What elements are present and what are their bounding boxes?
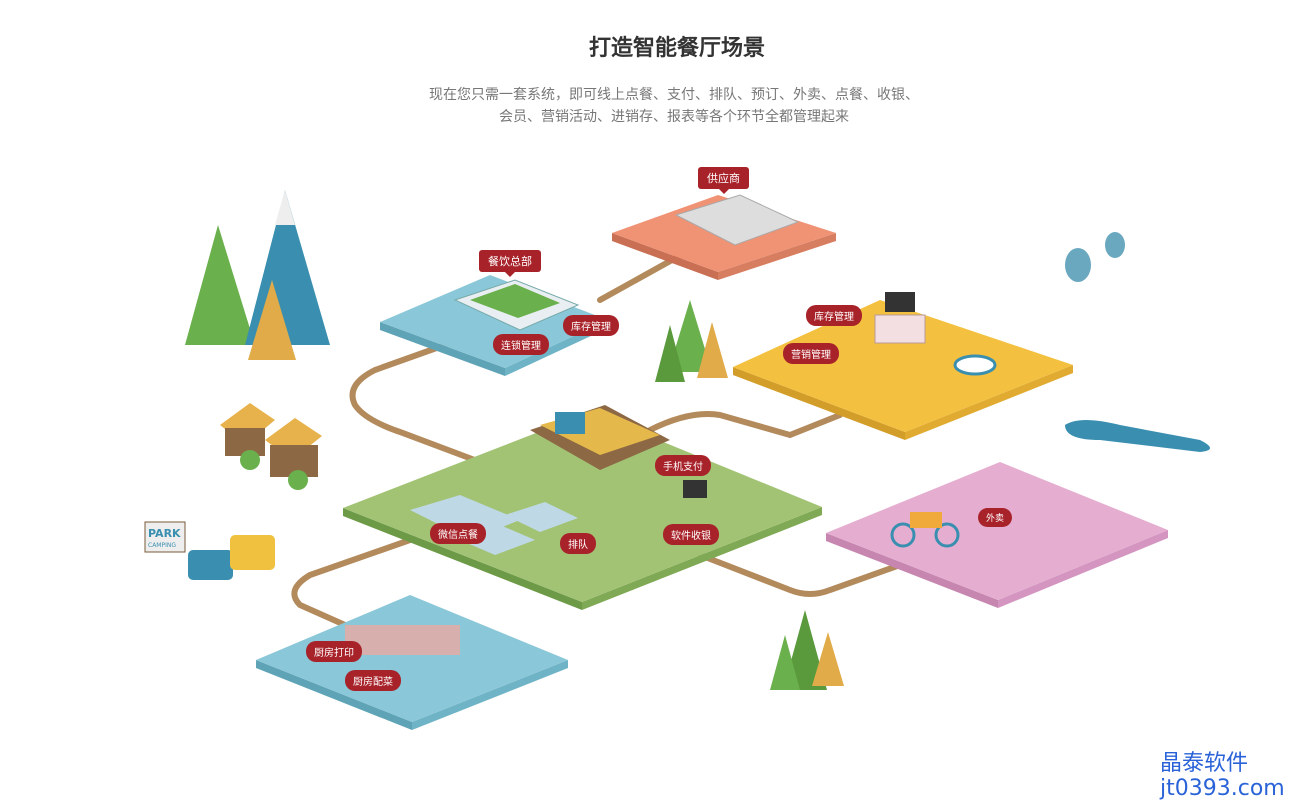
tag-cashier: 软件收银 [663, 524, 719, 545]
platform-delivery [826, 462, 1168, 608]
tag-kitchen-print: 厨房打印 [306, 641, 362, 662]
tag-kitchen-prep: 厨房配菜 [345, 670, 401, 691]
houses [220, 403, 322, 490]
tag-chain-management: 连锁管理 [493, 334, 549, 355]
lake [1065, 420, 1210, 452]
tag-office-inventory: 库存管理 [806, 305, 862, 326]
platform-office [733, 292, 1073, 440]
balloons [1065, 232, 1125, 282]
tag-marketing: 营销管理 [783, 343, 839, 364]
tag-hq: 餐饮总部 [479, 250, 541, 277]
subtitle-line-1: 现在您只需一套系统，即可线上点餐、支付、排队、预订、外卖、点餐、收银、 [429, 87, 919, 103]
tag-takeout: 外卖 [978, 508, 1013, 527]
camping-sign: CAMPING [148, 542, 176, 549]
platform-kitchen [256, 595, 568, 730]
subtitle-line-2: 会员、营销活动、进销存、报表等各个环节全都管理起来 [499, 109, 849, 125]
tag-wechat-order: 微信点餐 [430, 523, 486, 544]
platform-hq [380, 275, 608, 376]
roads [291, 247, 903, 628]
tag-queue: 排队 [560, 533, 596, 554]
watermark-url: jt0393.com [1160, 776, 1285, 801]
trees [185, 190, 844, 690]
parking: PARK CAMPING [144, 521, 275, 580]
page-title: 打造智能餐厅场景 [588, 36, 765, 61]
park-sign: PARK [148, 527, 181, 540]
tag-supplier: 供应商 [698, 167, 749, 194]
watermark-name: 晶泰软件 [1160, 751, 1249, 776]
platform-restaurant [343, 405, 822, 610]
tag-mobile-pay: 手机支付 [655, 455, 711, 476]
platform-supplier [612, 194, 836, 280]
tag-hq-inventory: 库存管理 [563, 315, 619, 336]
